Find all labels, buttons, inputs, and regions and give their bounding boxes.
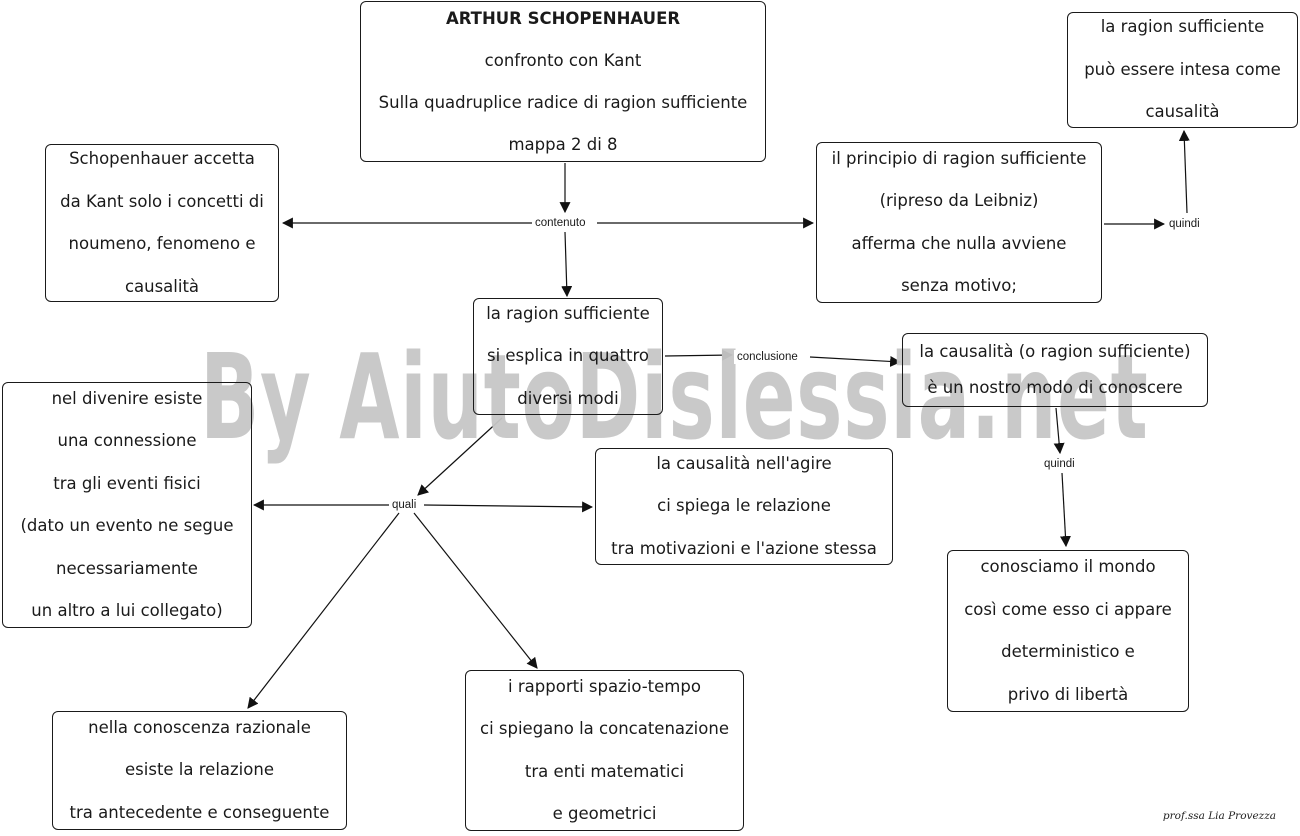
- node-text-line: può essere intesa come: [1084, 59, 1281, 79]
- node-text-line: ci spiegano la concatenazione: [480, 719, 729, 738]
- node-text-line: afferma che nulla avviene: [851, 233, 1067, 253]
- node-text-line: mappa 2 di 8: [508, 134, 618, 154]
- edge-quattro-to-conclusione: [664, 349, 734, 361]
- edge-quali-to-agire: [423, 501, 594, 513]
- node-text-line: la causalità (o ragion sufficiente): [919, 342, 1191, 361]
- node-text-line: noumeno, fenomeno e: [68, 234, 256, 253]
- node-text-line: la ragion sufficiente: [486, 303, 650, 323]
- node-text-line: si esplica in quattro: [486, 346, 650, 366]
- edge-nostro-to-quindi2: [1053, 407, 1065, 455]
- node-text-line: (ripreso da Leibniz): [879, 191, 1039, 210]
- node-spazio-tempo[interactable]: i rapporti spazio-tempo ci spiegano la co…: [465, 670, 744, 831]
- node-divenire[interactable]: nel divenire esiste una connessione tra gl…: [2, 382, 252, 628]
- node-text-line: confronto con Kant: [484, 50, 642, 70]
- node-principio[interactable]: il principio di ragion sufficiente (ripre…: [816, 142, 1102, 303]
- node-text-line: così come esso ci appare: [964, 599, 1172, 619]
- node-razionale[interactable]: nella conoscenza razionale esiste la rela…: [52, 711, 347, 830]
- label-quali: quali: [389, 498, 420, 512]
- node-text-line: esiste la relazione: [125, 760, 274, 780]
- label-quindi-2: quindi: [1041, 457, 1078, 471]
- edge-quali-to-razionale: [247, 512, 400, 709]
- node-text-line: conosciamo il mondo: [980, 557, 1156, 576]
- node-text-line: un altro a lui collegato): [31, 601, 223, 620]
- node-agire[interactable]: la causalità nell'agire ci spiega le rela…: [595, 448, 893, 565]
- node-text-line: necessariamente: [56, 558, 198, 578]
- node-text-line: Schopenhauer accetta: [69, 149, 255, 168]
- node-text-line: ci spiega le relazione: [657, 496, 831, 516]
- edge-quindi2-to-mondo: [1059, 472, 1071, 548]
- node-text-line: il principio di ragion sufficiente: [831, 148, 1087, 168]
- label-quindi-1: quindi: [1166, 217, 1203, 231]
- node-text-line: tra antecedente e conseguente: [69, 802, 330, 822]
- node-text-line: la causalità nell'agire: [656, 453, 832, 473]
- node-text-line: privo di libertà: [1007, 684, 1129, 704]
- node-kant[interactable]: Schopenhauer accetta da Kant solo i conce…: [45, 144, 279, 302]
- node-heading: ARTHUR SCHOPENHAUER: [445, 8, 681, 28]
- node-text-line: (dato un evento ne segue: [20, 516, 234, 535]
- edge-conclusione-to-nostro: [809, 355, 902, 367]
- node-text-line: nel divenire esiste: [51, 388, 203, 408]
- node-text-line: nella conoscenza razionale: [88, 717, 311, 737]
- node-quattro-modi[interactable]: la ragion sufficiente si esplica in quatt…: [473, 298, 663, 415]
- node-nostro-modo[interactable]: la causalità (o ragion sufficiente) è un …: [902, 333, 1208, 407]
- node-text-line: tra enti matematici: [524, 761, 685, 781]
- node-text-line: è un nostro modo di conoscere: [927, 378, 1183, 397]
- edge-quindi-to-causalita: [1178, 129, 1190, 214]
- node-text-line: diversi modi: [517, 388, 619, 408]
- node-text-line: senza motivo;: [901, 276, 1017, 295]
- node-causalita-top[interactable]: la ragion sufficiente può essere intesa c…: [1067, 12, 1298, 128]
- edge-quattro-to-quali: [417, 417, 503, 496]
- node-text-line: Sulla quadruplice radice di ragion suffi…: [378, 92, 748, 112]
- node-text-line: da Kant solo i concetti di: [60, 191, 264, 211]
- node-text-line: tra gli eventi fisici: [53, 473, 201, 493]
- node-text-line: e geometrici: [552, 804, 657, 823]
- edge-quali-to-spazio: [413, 512, 538, 669]
- edge-contenuto-to-quattro: [561, 231, 573, 298]
- label-conclusione: conclusione: [734, 350, 801, 364]
- node-text-line: deterministico e: [1001, 642, 1135, 661]
- node-mondo[interactable]: conosciamo il mondo così come esso ci app…: [947, 550, 1189, 712]
- node-text-line: una connessione: [57, 431, 197, 450]
- node-text-line: causalità: [1145, 102, 1220, 122]
- author-signature: prof.ssa Lia Provezza: [1162, 810, 1276, 822]
- node-text-line: i rapporti spazio-tempo: [508, 676, 701, 696]
- node-text-line: causalità: [124, 276, 200, 296]
- node-text-line: la ragion sufficiente: [1100, 17, 1265, 37]
- label-contenuto: contenuto: [532, 216, 589, 230]
- node-text-line: tra motivazioni e l'azione stessa: [611, 538, 877, 558]
